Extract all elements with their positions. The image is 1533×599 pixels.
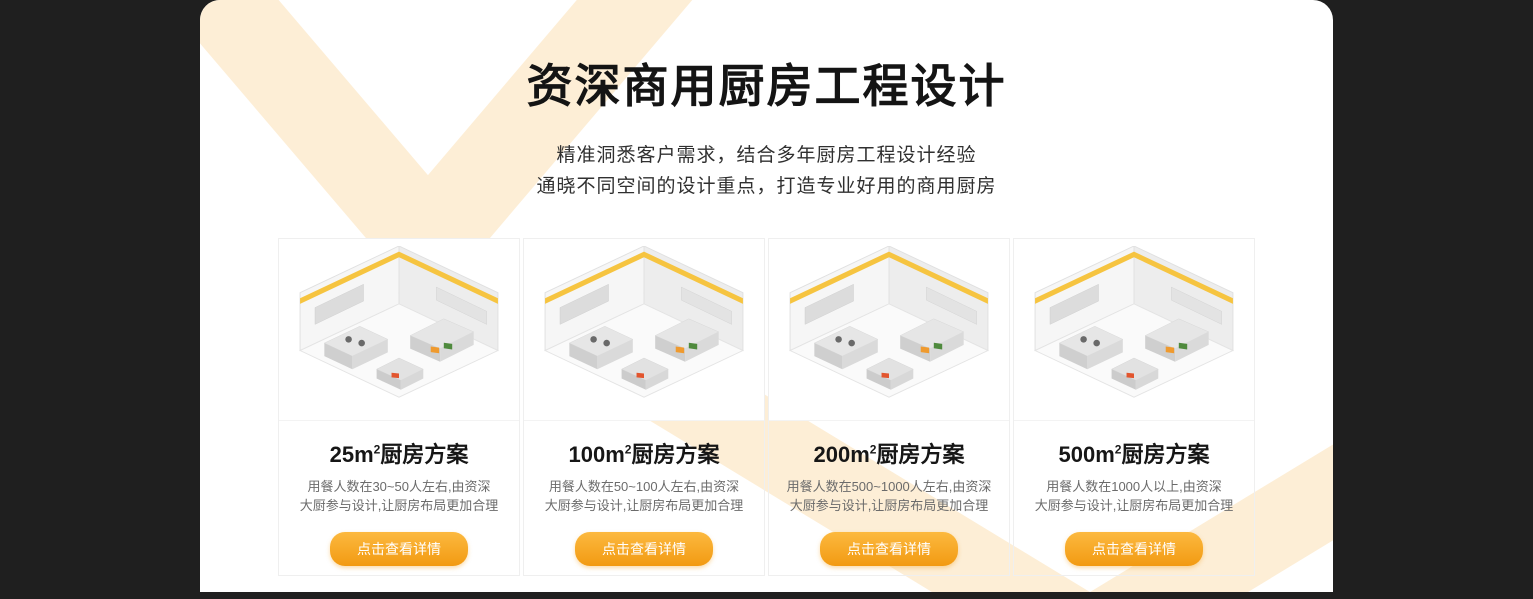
plan-area-sup: 2 [373, 442, 381, 457]
card-body: 500m2厨房方案 用餐人数在1000人以上,由资深 大厨参与设计,让厨房布局更… [1014, 421, 1254, 582]
kitchen-isometric-illustration [298, 245, 500, 398]
kitchen-render-image [1014, 239, 1254, 421]
plan-card-25m2: 25m2厨房方案 用餐人数在30~50人左右,由资深 大厨参与设计,让厨房布局更… [278, 238, 520, 576]
plan-description-line-1: 用餐人数在50~100人左右,由资深 [548, 479, 740, 494]
plan-area-value: 25m [329, 442, 374, 467]
subtitle-line-2: 通晓不同空间的设计重点，打造专业好用的商用厨房 [536, 176, 997, 197]
kitchen-isometric-illustration [1033, 245, 1235, 398]
plan-description: 用餐人数在500~1000人左右,由资深 大厨参与设计,让厨房布局更加合理 [777, 477, 1001, 515]
plan-title: 25m2厨房方案 [287, 437, 511, 469]
view-details-button[interactable]: 点击查看详情 [575, 532, 713, 566]
plan-card-100m2: 100m2厨房方案 用餐人数在50~100人左右,由资深 大厨参与设计,让厨房布… [523, 238, 765, 576]
kitchen-render-image [524, 239, 764, 421]
plan-description-line-2: 大厨参与设计,让厨房布局更加合理 [299, 498, 499, 513]
plan-description-line-2: 大厨参与设计,让厨房布局更加合理 [544, 498, 744, 513]
section-header: 资深商用厨房工程设计 精准洞悉客户需求，结合多年厨房工程设计经验 通晓不同空间的… [200, 0, 1333, 202]
plan-description: 用餐人数在30~50人左右,由资深 大厨参与设计,让厨房布局更加合理 [287, 477, 511, 515]
kitchen-render-image [279, 239, 519, 421]
plan-title-suffix: 厨房方案 [1121, 442, 1210, 467]
card-body: 200m2厨房方案 用餐人数在500~1000人左右,由资深 大厨参与设计,让厨… [769, 421, 1009, 582]
kitchen-render-image [769, 239, 1009, 421]
view-details-button[interactable]: 点击查看详情 [820, 532, 958, 566]
plan-area-value: 500m [1058, 442, 1115, 467]
plan-card-list: 25m2厨房方案 用餐人数在30~50人左右,由资深 大厨参与设计,让厨房布局更… [200, 238, 1333, 576]
plan-description: 用餐人数在1000人以上,由资深 大厨参与设计,让厨房布局更加合理 [1022, 477, 1246, 515]
plan-card-500m2: 500m2厨房方案 用餐人数在1000人以上,由资深 大厨参与设计,让厨房布局更… [1013, 238, 1255, 576]
plan-description-line-1: 用餐人数在500~1000人左右,由资深 [786, 479, 992, 494]
plan-area-sup: 2 [624, 442, 632, 457]
view-details-button[interactable]: 点击查看详情 [1065, 532, 1203, 566]
subtitle-line-1: 精准洞悉客户需求，结合多年厨房工程设计经验 [556, 145, 977, 166]
page-title: 资深商用厨房工程设计 [526, 60, 1007, 112]
plan-area-value: 100m [568, 442, 625, 467]
plan-description-line-2: 大厨参与设计,让厨房布局更加合理 [1034, 498, 1234, 513]
plan-card-200m2: 200m2厨房方案 用餐人数在500~1000人左右,由资深 大厨参与设计,让厨… [768, 238, 1010, 576]
plan-description: 用餐人数在50~100人左右,由资深 大厨参与设计,让厨房布局更加合理 [532, 477, 756, 515]
plan-title: 200m2厨房方案 [777, 437, 1001, 469]
plan-title-suffix: 厨房方案 [631, 442, 720, 467]
kitchen-isometric-illustration [543, 245, 745, 398]
plan-title: 100m2厨房方案 [532, 437, 756, 469]
card-body: 25m2厨房方案 用餐人数在30~50人左右,由资深 大厨参与设计,让厨房布局更… [279, 421, 519, 582]
plan-area-value: 200m [813, 442, 870, 467]
plan-description-line-2: 大厨参与设计,让厨房布局更加合理 [789, 498, 989, 513]
plan-title-suffix: 厨房方案 [380, 442, 469, 467]
plan-title-suffix: 厨房方案 [876, 442, 965, 467]
kitchen-isometric-illustration [788, 245, 990, 398]
card-body: 100m2厨房方案 用餐人数在50~100人左右,由资深 大厨参与设计,让厨房布… [524, 421, 764, 582]
view-details-button[interactable]: 点击查看详情 [330, 532, 468, 566]
plan-description-line-1: 用餐人数在30~50人左右,由资深 [307, 479, 491, 494]
plan-title: 500m2厨房方案 [1022, 437, 1246, 469]
plan-description-line-1: 用餐人数在1000人以上,由资深 [1046, 479, 1222, 494]
kitchen-design-section: 资深商用厨房工程设计 精准洞悉客户需求，结合多年厨房工程设计经验 通晓不同空间的… [200, 0, 1333, 592]
